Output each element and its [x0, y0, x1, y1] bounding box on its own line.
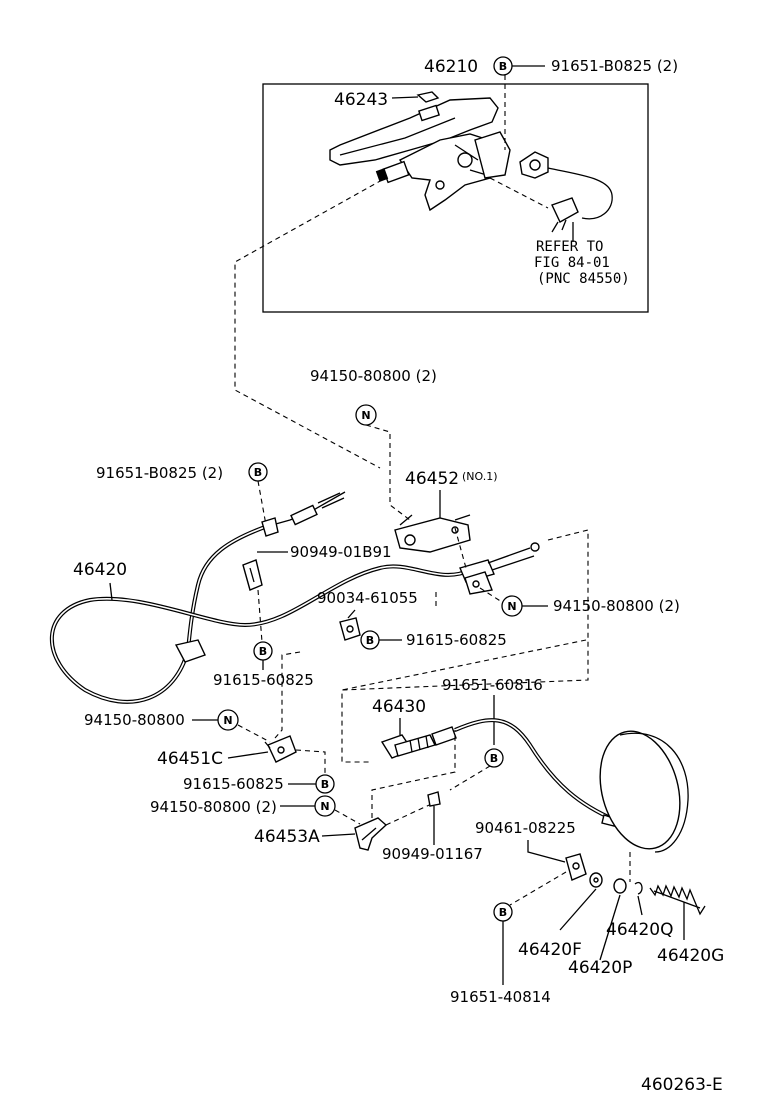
svg-text:N: N [223, 714, 232, 727]
svg-text:B: B [254, 466, 262, 479]
lever-assembly-frame [262, 83, 649, 313]
bolt-mid2-part-number: 91615-60825 [213, 671, 314, 689]
bolt-badge-bottom: B [493, 902, 513, 922]
svg-text:N: N [320, 800, 329, 813]
bolt-badge-left: B [248, 462, 268, 482]
svg-text:N: N [507, 600, 516, 613]
part-46453a-label: 46453A [254, 827, 320, 847]
cable-clip-90034-61055 [339, 617, 361, 641]
clip-90949-01167-label: 90949-01167 [382, 845, 483, 863]
svg-text:B: B [366, 634, 374, 647]
nut-badge-low: N [314, 795, 336, 817]
bolt-mid-part-number: 91615-60825 [406, 631, 507, 649]
brake-drum [599, 730, 689, 853]
figure-code: 460263-E [641, 1075, 723, 1095]
svg-text:B: B [499, 60, 507, 73]
part-46420q [634, 881, 643, 895]
svg-text:B: B [321, 778, 329, 791]
nut-top-part-number: 94150-80800 (2) [310, 367, 437, 385]
bolt-left-part-number: 91651-B0825 (2) [96, 464, 223, 482]
refer-pnc-label: (PNC 84550) [537, 271, 630, 287]
cable-46420 [49, 517, 471, 704]
svg-text:B: B [259, 645, 267, 658]
nut-badge-left: N [217, 709, 239, 731]
nut-top-dash [365, 424, 411, 521]
cable-clip-90461-08225 [565, 853, 587, 881]
switch-dash-line [489, 177, 549, 209]
part-46420p-label: 46420P [568, 958, 632, 978]
refer-to-label: REFER TO [536, 239, 603, 255]
nut-low-part-number: 94150-80800 (2) [150, 798, 277, 816]
svg-text:B: B [499, 906, 507, 919]
brake-switch [519, 151, 613, 242]
rear-cable-46430 [380, 718, 657, 843]
part-46452-label: 46452 [405, 469, 459, 489]
nut-left-part-number: 94150-80800 [84, 711, 185, 729]
part-46452-note: (NO.1) [462, 470, 498, 483]
part-46210-label: 46210 [424, 57, 478, 77]
svg-text:N: N [361, 409, 370, 422]
part-46420f [589, 872, 603, 888]
clip-90949-01b91-label: 90949-01B91 [290, 543, 392, 561]
part-46430-label: 46430 [372, 697, 426, 717]
bolt-bottom-part-number: 91651-40814 [450, 988, 551, 1006]
nut-badge-top: N [355, 404, 377, 426]
clip-90034-61055-label: 90034-61055 [317, 589, 418, 607]
equalizer-bracket [394, 514, 471, 553]
parking-brake-lever [329, 97, 511, 212]
bolt-badge-60816: B [484, 748, 504, 768]
bracket-46453a [354, 817, 388, 851]
part-46420f-label: 46420F [518, 940, 582, 960]
bolt-low-part-number: 91615-60825 [183, 775, 284, 793]
front-cable-end [264, 491, 346, 528]
bolt-badge-mid: B [360, 630, 380, 650]
part-46420g-label: 46420G [657, 946, 724, 966]
cable-clip-90949-01167 [427, 791, 441, 807]
lever-cap [391, 91, 440, 103]
bracket-46451c [264, 735, 297, 763]
bolt-badge-mid2: B [253, 641, 273, 661]
spring-46420g [649, 884, 706, 916]
bolt-badge-top: B [493, 56, 513, 76]
svg-text:B: B [490, 752, 498, 765]
part-91651-60816-label: 91651-60816 [442, 676, 543, 694]
part-46451c-label: 46451C [157, 749, 223, 769]
part-46420-label: 46420 [73, 560, 127, 580]
refer-fig-label: FIG 84-01 [534, 255, 610, 271]
nut-badge-right: N [501, 595, 523, 617]
bolt-top-part-number: 91651-B0825 (2) [551, 57, 678, 75]
clip-90461-08225-label: 90461-08225 [475, 819, 576, 837]
part-46420p [613, 878, 627, 894]
nut-right-part-number: 94150-80800 (2) [553, 597, 680, 615]
part-46420q-label: 46420Q [606, 920, 673, 940]
lever-to-cable-dash [234, 179, 383, 469]
bolt-badge-low: B [315, 774, 335, 794]
part-46243-label: 46243 [334, 90, 388, 110]
cable-clip-90949-01b91 [242, 559, 263, 591]
rear-cable-guide-dash [341, 529, 589, 763]
cable-46420-rear-end [459, 542, 540, 595]
